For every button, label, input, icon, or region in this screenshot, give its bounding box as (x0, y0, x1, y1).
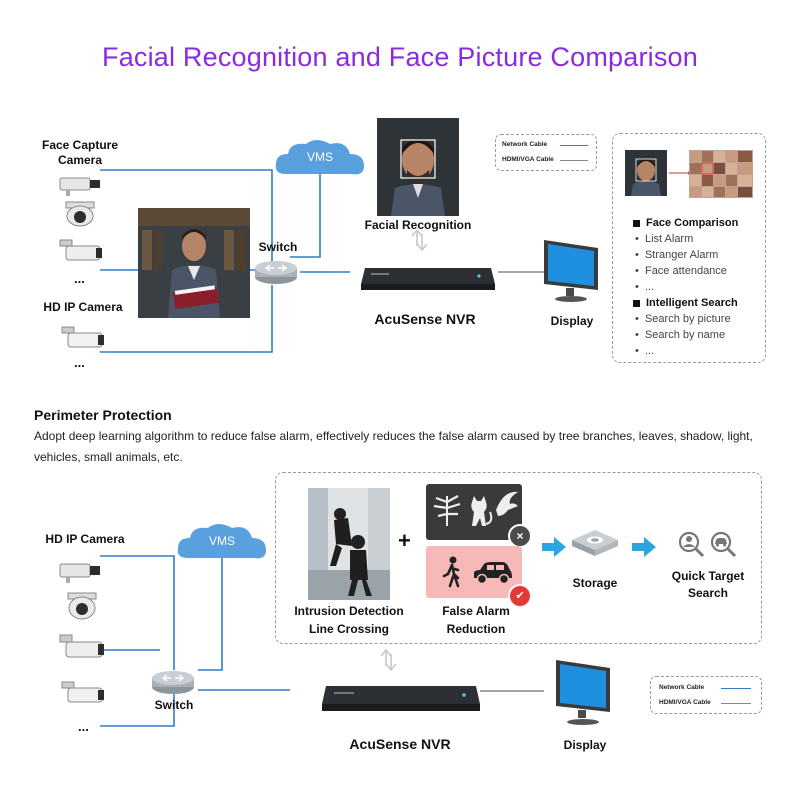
switch-icon (150, 668, 196, 696)
face-comparison-heading: Face Comparison (633, 217, 738, 229)
storage-label: Storage (560, 576, 630, 590)
network-cable-swatch (721, 688, 751, 689)
hdmi-cable-swatch (721, 703, 751, 704)
nvr-icon (318, 680, 482, 716)
monitor-icon (552, 658, 616, 728)
nvr-label: AcuSense NVR (310, 736, 490, 752)
face-capture-camera-icon (58, 558, 104, 584)
quick-target-search-label: Quick Target Search (660, 568, 756, 602)
search-car-icon (708, 530, 738, 558)
facial-recognition-label: Facial Recognition (360, 218, 476, 232)
flow-arrow-icon (630, 536, 658, 558)
close-icon: × (508, 524, 532, 548)
network-cable-swatch (560, 145, 588, 146)
perimeter-description: Adopt deep learning algorithm to reduce … (34, 426, 774, 468)
dome-camera-icon (64, 591, 100, 621)
camera-ellipsis: ... (78, 719, 89, 734)
monitor-icon (540, 238, 604, 304)
walking-person-icon (440, 556, 464, 588)
camera-ellipsis: ... (74, 355, 85, 370)
face-recognition-photo (377, 118, 459, 216)
cable-legend: Network Cable HDMI/VGA Cable (495, 134, 597, 171)
bullet-camera-icon (60, 325, 106, 355)
face-capture-camera-label: Face Capture Camera (40, 138, 120, 168)
face-item: • ... (635, 281, 654, 293)
face-item: • Stranger Alarm (635, 249, 718, 261)
face-item: • Face attendance (635, 265, 727, 277)
bullet-camera-icon (60, 680, 108, 710)
face-item: • List Alarm (635, 233, 693, 245)
intrusion-detection-label: Intrusion Detection Line Crossing (286, 602, 412, 638)
bird-icon (494, 488, 520, 518)
search-item: • Search by picture (635, 313, 731, 325)
intrusion-photo (308, 488, 390, 600)
display-label: Display (540, 314, 604, 328)
vms-label: VMS (296, 150, 344, 164)
camera-ellipsis: ... (74, 271, 85, 286)
nvr-icon (357, 262, 497, 294)
feature-info-box: Face Comparison • List Alarm • Stranger … (612, 133, 766, 363)
bullet-camera-icon (58, 633, 106, 667)
intelligent-search-heading: Intelligent Search (633, 297, 738, 309)
car-icon (470, 560, 514, 586)
hd-ip-camera-label: HD IP Camera (38, 300, 128, 314)
nvr-label: AcuSense NVR (350, 311, 500, 327)
perimeter-heading: Perimeter Protection (34, 407, 172, 423)
search-item: • ... (635, 345, 654, 357)
switch-icon (253, 258, 299, 286)
vms-label: VMS (198, 534, 246, 548)
hd-ip-camera-label: HD IP Camera (38, 532, 132, 546)
face-capture-camera-icon (58, 172, 104, 196)
switch-label: Switch (148, 698, 200, 712)
bullet-camera-icon (58, 238, 104, 268)
search-person-icon (676, 530, 706, 558)
storage-icon (570, 528, 620, 560)
cable-legend: Network Cable HDMI/VGA Cable (650, 676, 762, 714)
network-cable-legend-label: Network Cable (659, 684, 704, 691)
plus-sign: + (398, 528, 411, 554)
dome-camera-icon (62, 200, 98, 228)
tree-icon (432, 492, 462, 528)
hdmi-cable-legend-label: HDMI/VGA Cable (502, 156, 554, 163)
person-photo (138, 208, 250, 318)
switch-label: Switch (254, 240, 302, 254)
display-label: Display (550, 738, 620, 752)
cat-icon (466, 494, 494, 530)
hdmi-cable-legend-label: HDMI/VGA Cable (659, 699, 711, 706)
search-item: • Search by name (635, 329, 725, 341)
network-cable-legend-label: Network Cable (502, 141, 547, 148)
false-alarm-label: False Alarm Reduction (420, 602, 532, 638)
face-gallery (689, 150, 753, 198)
detected-objects-panel (426, 546, 522, 598)
face-thumbnail (625, 150, 667, 196)
hdmi-cable-swatch (560, 160, 588, 161)
flow-arrow-icon (540, 536, 568, 558)
